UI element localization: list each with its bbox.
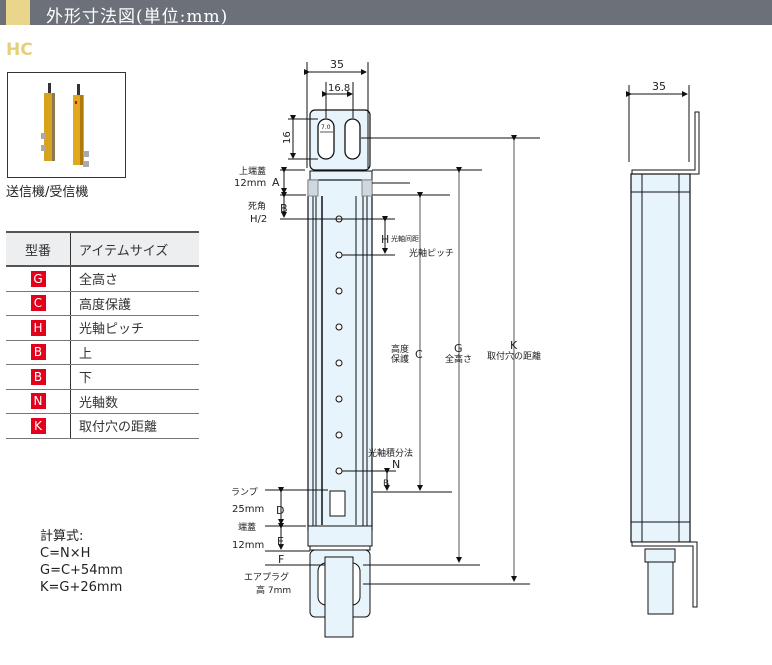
dimension-lines bbox=[265, 62, 540, 585]
width-label: 35 bbox=[330, 58, 344, 71]
formula-title: 計算式: bbox=[40, 529, 84, 544]
pitch-label: 光軸ピッチ bbox=[409, 247, 454, 259]
table-row: H 光軸ピッチ bbox=[6, 315, 199, 341]
K-description: 取付穴の距離 bbox=[487, 350, 541, 362]
end-cap-label: 端蓋 bbox=[238, 521, 256, 533]
top-cap-mm: 12mm bbox=[234, 178, 266, 189]
slot-height-label: 16 bbox=[282, 131, 293, 144]
slot-pitch-label: 16.8 bbox=[328, 83, 350, 94]
photo-caption: 送信機/受信機 bbox=[6, 185, 89, 200]
dimension-labels: 35 16.8 7.0 16 上端蓋 12mm A 死角 H/2 B H 光軸间… bbox=[231, 58, 666, 596]
N-description: 光軸積分法 bbox=[368, 447, 413, 459]
N-label: N bbox=[392, 458, 400, 471]
lamp-window bbox=[329, 490, 346, 517]
B-bottom-label: B bbox=[383, 479, 389, 489]
F-label: F bbox=[278, 553, 284, 566]
plug-label: エアプラグ bbox=[244, 571, 289, 583]
item-label: 光軸数 bbox=[70, 389, 199, 414]
end-cap-mm: 12mm bbox=[232, 540, 264, 551]
plug-mm: 高 7mm bbox=[256, 584, 291, 596]
slot-width-label: 7.0 bbox=[321, 124, 331, 131]
K-label: K bbox=[510, 339, 518, 352]
item-label: 上 bbox=[70, 340, 199, 365]
code-badge: H bbox=[30, 319, 46, 336]
item-label: 全高さ bbox=[70, 266, 199, 292]
D-label: D bbox=[276, 504, 284, 517]
side-width-label: 35 bbox=[652, 80, 666, 93]
item-label: 光軸ピッチ bbox=[70, 315, 199, 341]
item-label: 高度保護 bbox=[70, 291, 199, 316]
side-view bbox=[626, 85, 700, 615]
section-header: 外形寸法図(単位:mm) bbox=[0, 0, 772, 27]
H-description: 光軸间距 bbox=[391, 234, 419, 243]
G-label: G bbox=[454, 342, 463, 355]
dead-zone-label: 死角 bbox=[248, 200, 266, 212]
header-accent bbox=[6, 0, 30, 25]
product-photo-image bbox=[41, 83, 89, 167]
table-row: G 全高さ bbox=[6, 266, 199, 292]
code-badge: B bbox=[30, 368, 46, 385]
formula-line: C=N×H bbox=[40, 546, 91, 561]
top-cap-label: 上端蓋 bbox=[239, 165, 266, 177]
A-label: A bbox=[272, 176, 280, 189]
G-description: 全高さ bbox=[445, 353, 472, 365]
front-view bbox=[307, 109, 373, 638]
code-badge: N bbox=[30, 393, 46, 410]
col-header-code: 型番 bbox=[6, 231, 71, 267]
C-desc-1: 高度 bbox=[391, 343, 409, 355]
E-label: E bbox=[277, 535, 284, 548]
lamp-mm: 25mm bbox=[232, 504, 264, 515]
lamp-label: ランプ bbox=[231, 487, 258, 498]
code-badge: C bbox=[30, 295, 46, 312]
code-badge: G bbox=[30, 270, 46, 287]
item-label: 下 bbox=[70, 364, 199, 390]
product-photo bbox=[7, 72, 126, 178]
code-badge: B bbox=[30, 344, 46, 361]
section-title: 外形寸法図(単位:mm) bbox=[46, 7, 229, 27]
C-desc-2: 保護 bbox=[391, 353, 409, 365]
code-badge: K bbox=[30, 417, 46, 434]
item-label: 取付穴の距離 bbox=[70, 413, 199, 439]
table-row: C 高度保護 bbox=[6, 291, 199, 316]
table-row: K 取付穴の距離 bbox=[6, 413, 199, 439]
col-header-item: アイテムサイズ bbox=[70, 231, 199, 267]
H-label: H bbox=[381, 233, 389, 246]
formula-line: G=C+54mm bbox=[40, 563, 123, 578]
table-row: N 光軸数 bbox=[6, 389, 199, 414]
dead-zone-value: H/2 bbox=[250, 214, 267, 225]
beam-holes bbox=[335, 215, 343, 475]
C-label: C bbox=[415, 348, 423, 361]
formula-line: K=G+26mm bbox=[40, 580, 123, 595]
B-top-label: B bbox=[280, 202, 288, 215]
formula-block: 計算式: C=N×H G=C+54mm K=G+26mm bbox=[40, 528, 123, 596]
model-name: HC bbox=[6, 40, 33, 60]
